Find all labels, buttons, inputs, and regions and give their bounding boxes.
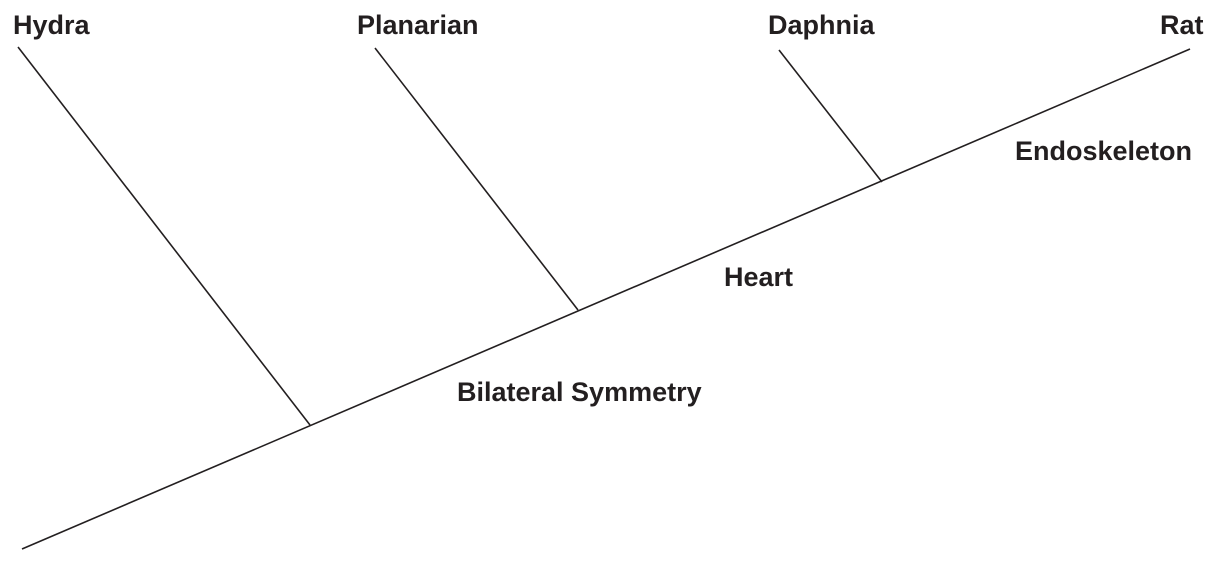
taxon-label-daphnia: Daphnia: [768, 10, 875, 40]
main-axis-line: [21, 48, 1191, 550]
branch-daphnia: [778, 49, 883, 183]
taxon-label-hydra: Hydra: [13, 10, 90, 40]
branch-hydra: [17, 46, 311, 426]
trait-label-bilateral-symmetry: Bilateral Symmetry: [457, 377, 702, 407]
taxon-label-rat: Rat: [1160, 10, 1204, 40]
trait-label-endoskeleton: Endoskeleton: [1015, 136, 1193, 166]
branch-planarian: [374, 47, 579, 311]
taxon-label-planarian: Planarian: [357, 10, 479, 40]
trait-label-heart: Heart: [724, 262, 794, 292]
